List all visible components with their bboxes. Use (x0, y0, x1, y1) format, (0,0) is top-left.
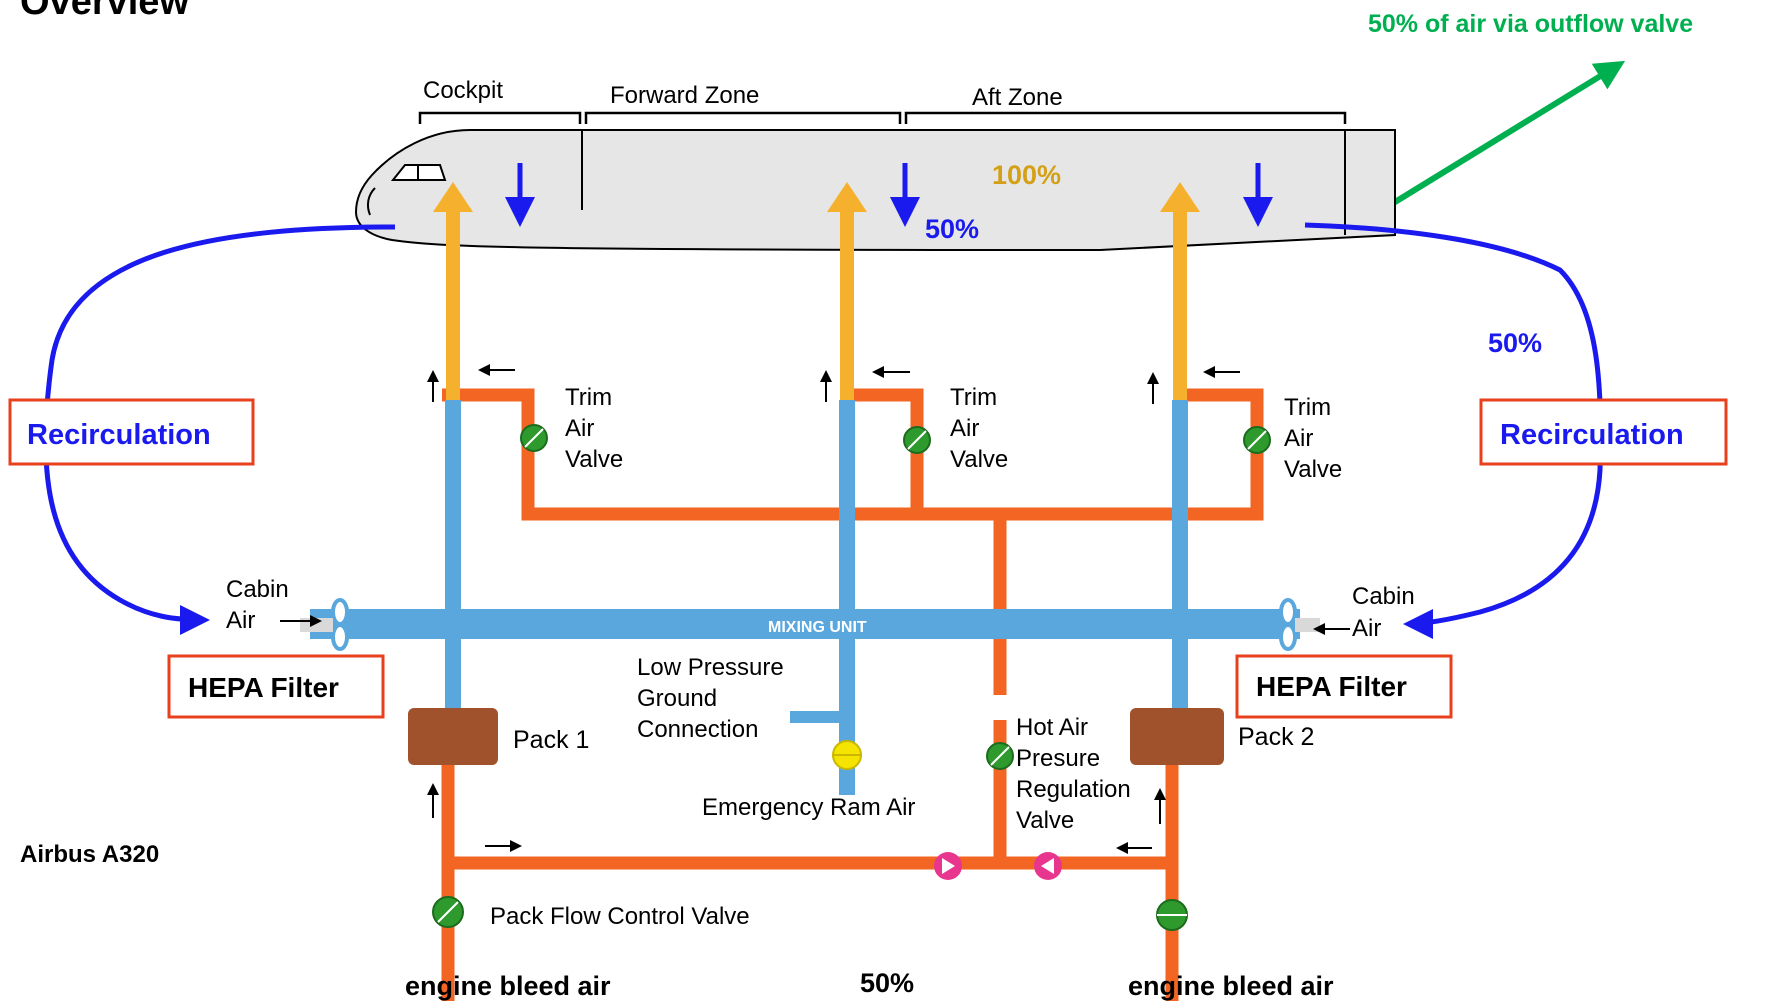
aft-zone-label: Aft Zone (972, 84, 1063, 111)
svg-text:Valve: Valve (1284, 456, 1342, 483)
hot-air-pressure-regulation-valve-label: Hot Air Presure Regulation Valve (1016, 714, 1131, 834)
svg-text:Air: Air (1284, 425, 1313, 452)
pack-flow-control-valve-label: Pack Flow Control Valve (490, 903, 750, 930)
engine-bleed-right-label: engine bleed air (1128, 971, 1334, 1001)
check-valve-icons (934, 852, 1062, 880)
forward-zone-label: Forward Zone (610, 82, 759, 109)
pack-2-label: Pack 2 (1238, 723, 1314, 751)
right-recirc-percent: 50% (1488, 328, 1542, 358)
outflow-arrow (1380, 60, 1626, 213)
svg-text:Air: Air (565, 415, 594, 442)
svg-text:Valve: Valve (950, 446, 1008, 473)
svg-text:Air: Air (950, 415, 979, 442)
forward-zone-bracket (584, 111, 902, 124)
engine-bleed-left-label: engine bleed air (405, 971, 611, 1001)
pack-1-label: Pack 1 (513, 726, 589, 754)
svg-text:Trim: Trim (565, 384, 612, 411)
emergency-ram-air-label: Emergency Ram Air (702, 794, 915, 821)
riser-arrowheads (433, 182, 1200, 212)
aft-zone-bracket (904, 111, 1347, 124)
conditioned-air-risers (446, 205, 1187, 400)
right-filter-inlet (1279, 598, 1320, 651)
svg-text:Air: Air (226, 607, 255, 634)
bleed-percent-label: 50% (860, 968, 914, 998)
svg-text:Trim: Trim (950, 384, 997, 411)
page-title: Overview (20, 0, 189, 23)
hepa-right-box (1235, 654, 1453, 719)
aircraft-label: Airbus A320 (20, 841, 159, 868)
hot-air-ducts (441, 388, 1264, 1001)
svg-text:Ground: Ground (637, 685, 717, 712)
cockpit-label: Cockpit (423, 77, 503, 104)
recirc-percent: 50% (925, 214, 979, 244)
low-pressure-ground-connection-label: Low Pressure Ground Connection (637, 654, 784, 743)
cockpit-bracket (418, 111, 582, 124)
cold-air-ducts (310, 400, 1300, 795)
recirculation-right-box (1479, 398, 1728, 466)
recirculation-left-label: Recirculation (27, 419, 211, 451)
left-filter-inlet (300, 598, 349, 651)
svg-text:Cabin: Cabin (226, 576, 289, 603)
cabin-air-label-right: Cabin Air (1352, 583, 1415, 642)
svg-text:Valve: Valve (1016, 807, 1074, 834)
fuselage (354, 129, 1396, 252)
downflow-arrows (505, 163, 1273, 227)
pack-2 (1130, 708, 1224, 765)
svg-text:Connection: Connection (637, 716, 758, 743)
outflow-note: 50% of air via outflow valve (1368, 10, 1693, 38)
mixing-unit-label: MIXING UNIT (768, 619, 867, 636)
svg-text:Valve: Valve (565, 446, 623, 473)
svg-text:Low Pressure: Low Pressure (637, 654, 784, 681)
hepa-left-box (167, 654, 385, 719)
recirculation-right-label: Recirculation (1500, 419, 1684, 451)
pack-1 (408, 708, 498, 765)
cabin-percent: 100% (992, 160, 1061, 190)
svg-text:Trim: Trim (1284, 394, 1331, 421)
svg-text:Hot Air: Hot Air (1016, 714, 1088, 741)
svg-text:Presure: Presure (1016, 745, 1100, 772)
flow-direction-arrows (427, 364, 1240, 854)
svg-text:Air: Air (1352, 615, 1381, 642)
recirculation-left-box (8, 398, 255, 466)
svg-text:Regulation: Regulation (1016, 776, 1131, 803)
svg-text:Cabin: Cabin (1352, 583, 1415, 610)
trim-air-valve-label-1: Trim Air Valve (565, 384, 623, 473)
hepa-right-label: HEPA Filter (1256, 671, 1407, 702)
hepa-left-label: HEPA Filter (188, 672, 339, 703)
trim-air-valve-label-2: Trim Air Valve (950, 384, 1008, 473)
cabin-air-label-left: Cabin Air (226, 576, 289, 634)
trim-air-valve-label-3: Trim Air Valve (1284, 394, 1342, 483)
